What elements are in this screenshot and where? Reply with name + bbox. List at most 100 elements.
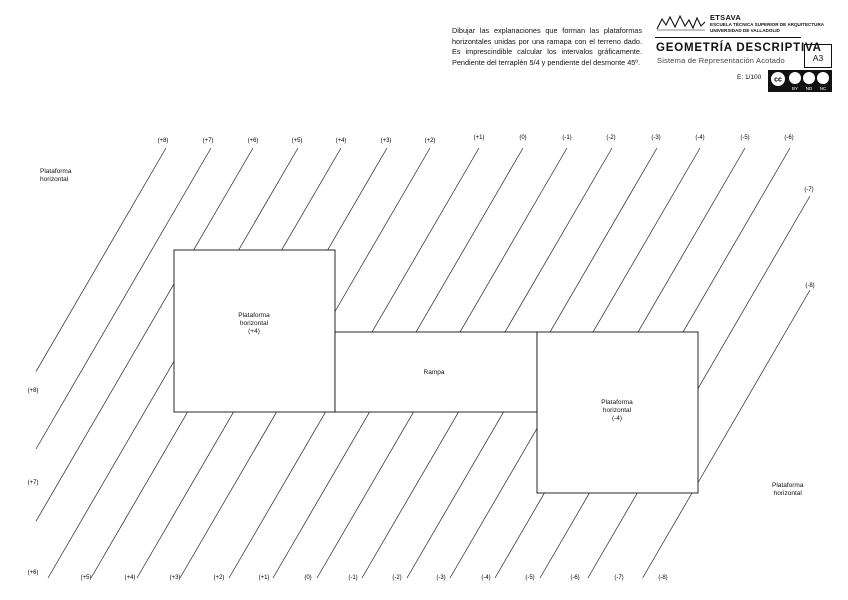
contour-label-top: (0) bbox=[519, 135, 526, 141]
contour-line bbox=[136, 412, 234, 579]
contour-label-top: (+2) bbox=[425, 138, 436, 144]
contour-line bbox=[587, 492, 638, 579]
contour-line bbox=[35, 284, 175, 522]
platform-label-minus4: Plataforma horizontal (-4) bbox=[557, 399, 677, 423]
label-line: Plataforma bbox=[238, 312, 270, 319]
contour-label-top: (+8) bbox=[158, 138, 169, 144]
contour-label-top: (-6) bbox=[784, 135, 793, 141]
contour-label-bottom: (-8) bbox=[658, 575, 667, 581]
contour-label-top: (-7) bbox=[804, 187, 813, 193]
contour-line bbox=[406, 412, 504, 579]
label-line: Plataforma bbox=[772, 482, 804, 489]
nc-icon bbox=[817, 72, 829, 84]
contour-label-top: (+5) bbox=[292, 138, 303, 144]
label-line: Plataforma bbox=[601, 399, 633, 406]
contour-line bbox=[549, 147, 658, 334]
contour-label-left: (+6) bbox=[28, 570, 39, 576]
contour-line bbox=[449, 428, 538, 579]
contour-line bbox=[415, 147, 524, 334]
contour-label-bottom: (+5) bbox=[81, 575, 92, 581]
nd-text: ND bbox=[806, 86, 813, 91]
contour-label-bottom: (+1) bbox=[259, 575, 270, 581]
contour-line bbox=[334, 147, 431, 313]
contour-label-bottom: (+4) bbox=[125, 575, 136, 581]
logo-university-line: UNIVERSIDAD DE VALLADOLID bbox=[710, 28, 780, 33]
contour-line bbox=[682, 147, 791, 334]
contour-label-top: (+7) bbox=[203, 138, 214, 144]
contour-line bbox=[316, 412, 414, 579]
contour-label-left: (+8) bbox=[28, 388, 39, 394]
ramp-label: Rampa bbox=[423, 369, 445, 376]
contour-line bbox=[504, 147, 613, 334]
label-line: horizontal bbox=[773, 490, 802, 497]
contour-label-top: (+6) bbox=[248, 138, 259, 144]
contour-line bbox=[642, 492, 693, 579]
contour-label-top: (-5) bbox=[740, 135, 749, 141]
contour-label-bottom: (-5) bbox=[525, 575, 534, 581]
platform-minus4 bbox=[536, 331, 699, 494]
contour-line bbox=[90, 412, 188, 579]
platform-label-bottom-right: Plataforma horizontal bbox=[772, 482, 803, 498]
contour-label-top: (-1) bbox=[562, 135, 571, 141]
creative-commons-badge: cc BY ND NC bbox=[768, 70, 832, 92]
ramp bbox=[334, 331, 538, 413]
platform-label-plus4: Plataforma horizontal (+4) bbox=[194, 312, 314, 336]
contour-label-bottom: (-1) bbox=[348, 575, 357, 581]
sheet-size-box: A3 bbox=[804, 44, 832, 68]
contour-line bbox=[697, 195, 811, 390]
contour-line bbox=[371, 147, 480, 334]
contour-label-left: (+7) bbox=[28, 480, 39, 486]
contour-label-bottom: (-7) bbox=[614, 575, 623, 581]
label-line: (-4) bbox=[611, 415, 623, 422]
school-logo: ETSAVA ESCUELA TÉCNICA SUPERIOR DE ARQUI… bbox=[656, 12, 846, 34]
contour-label-bottom: (-6) bbox=[570, 575, 579, 581]
contour-line bbox=[179, 412, 277, 579]
contour-line bbox=[697, 289, 811, 484]
platform-label-top-left: Plataforma horizontal bbox=[40, 168, 71, 184]
contour-line bbox=[592, 147, 701, 334]
label-line: horizontal bbox=[40, 176, 69, 183]
nd-icon bbox=[803, 72, 815, 84]
exercise-statement: Dibujar las explanaciones que forman las… bbox=[452, 26, 642, 67]
contour-label-bottom: (+3) bbox=[170, 575, 181, 581]
contour-label-bottom: (-3) bbox=[436, 575, 445, 581]
by-icon bbox=[789, 72, 801, 84]
contour-line bbox=[459, 147, 568, 334]
contour-line bbox=[228, 412, 326, 579]
contour-label-top: (+3) bbox=[381, 138, 392, 144]
contour-label-bottom: (0) bbox=[304, 575, 311, 581]
contour-label-bottom: (-4) bbox=[481, 575, 490, 581]
contour-line bbox=[192, 147, 254, 251]
by-text: BY bbox=[792, 86, 798, 91]
logo-school-line: ESCUELA TÉCNICA SUPERIOR DE ARQUITECTURA bbox=[710, 22, 825, 27]
contour-label-bottom: (+2) bbox=[214, 575, 225, 581]
label-line: horizontal bbox=[239, 320, 269, 327]
contour-line bbox=[637, 147, 746, 334]
contour-label-top: (-4) bbox=[695, 135, 704, 141]
contour-line bbox=[35, 147, 167, 372]
scale-label: E: 1/100 bbox=[737, 74, 762, 81]
contour-label-top: (+1) bbox=[474, 135, 485, 141]
contour-line bbox=[361, 412, 459, 579]
contour-line bbox=[327, 147, 388, 251]
contour-line bbox=[238, 147, 299, 251]
contour-line bbox=[539, 492, 590, 579]
contour-line bbox=[272, 412, 370, 579]
nc-text: NC bbox=[820, 86, 827, 91]
contour-label-bottom: (-2) bbox=[392, 575, 401, 581]
cc-text: cc bbox=[774, 77, 782, 84]
sheet-size-label: A3 bbox=[812, 53, 824, 63]
label-line: (+4) bbox=[248, 328, 260, 335]
label-line: Plataforma bbox=[40, 168, 72, 175]
header-divider bbox=[655, 37, 801, 38]
contour-label-top: (-3) bbox=[651, 135, 660, 141]
sheet-title: GEOMETRÍA DESCRIPTIVA bbox=[656, 42, 822, 54]
sheet-subtitle: Sistema de Representación Acotado bbox=[657, 56, 785, 65]
contour-label-top: (-8) bbox=[805, 283, 814, 289]
platform-plus4 bbox=[173, 249, 336, 413]
cc-icon bbox=[770, 71, 786, 87]
contour-line bbox=[35, 147, 212, 450]
contour-line bbox=[281, 147, 342, 251]
